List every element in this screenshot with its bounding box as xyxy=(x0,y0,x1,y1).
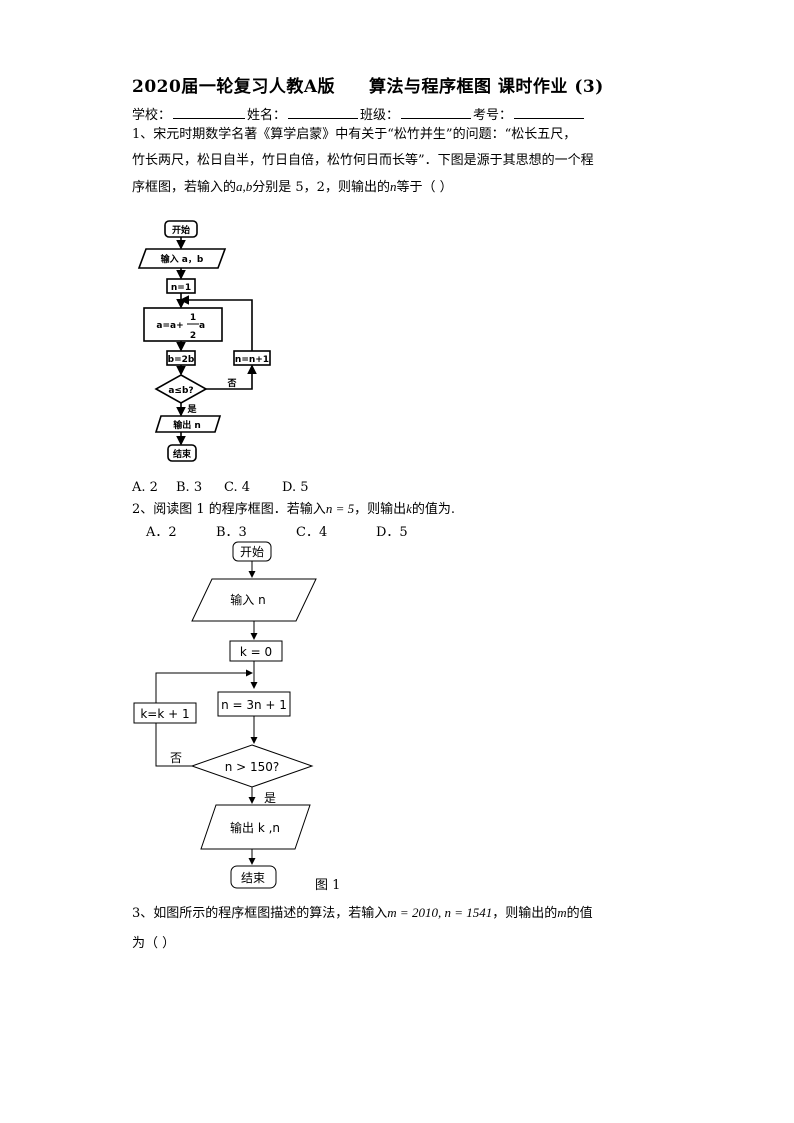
q3-line2: 为（ ） xyxy=(132,936,176,951)
q1-choice-c[interactable]: C. 4 xyxy=(224,480,251,495)
q1-choice-b[interactable]: B. 3 xyxy=(176,480,203,495)
name-label: 姓名： xyxy=(247,108,287,123)
q1-flow-yes: 是 xyxy=(186,404,197,415)
q2-flow-cond: n > 150? xyxy=(225,760,280,774)
q1-flow-step-b: b=2b xyxy=(168,355,195,365)
q1-choice-d[interactable]: D. 5 xyxy=(282,480,309,495)
q2-flow-inc: k=k + 1 xyxy=(140,707,189,721)
school-blank[interactable] xyxy=(173,106,246,119)
q1-flow-start: 开始 xyxy=(172,224,190,236)
q1-choice-a[interactable]: A. 2 xyxy=(132,480,158,495)
q2-flowchart: 开始 输入 n k = 0 n = 3n + 1 k=k + 1 否 n > 1… xyxy=(133,541,317,889)
exam-no-blank[interactable] xyxy=(514,106,585,119)
q2-flow-end: 结束 xyxy=(241,871,265,885)
q2-flow-yes: 是 xyxy=(264,791,276,805)
q2-flow-output: 输出 k ,n xyxy=(230,820,280,835)
q3-line1: 3、如图所示的程序框图描述的算法，若输入m = 2010, n = 1541，则… xyxy=(132,905,593,921)
q1-flow-inc: n=n+1 xyxy=(235,355,269,365)
q1-flowchart: 开始 输入 a，b n=1 a=a+ 1 2 a b=2b n=n+1 a≤b?… xyxy=(137,220,271,462)
q1-choices: A. 2 B. 3 C. 4 D. 5 xyxy=(132,480,309,495)
name-blank[interactable] xyxy=(288,106,359,119)
q2-choice-d[interactable]: D．5 xyxy=(376,525,408,540)
q2-flow-start: 开始 xyxy=(240,545,264,559)
q1-line1: 1、宋元时期数学名著《算学启蒙》中有关于“松竹并生”的问题：“松长五尺， xyxy=(132,127,577,142)
class-blank[interactable] xyxy=(401,106,472,119)
q1-flow-end: 结束 xyxy=(173,448,192,460)
q1-flow-frac-den: 2 xyxy=(190,331,196,341)
q1-flow-step-a-tail: a xyxy=(199,321,205,331)
title-part2: 算法与程序框图 课时作业 (3) xyxy=(369,77,604,97)
q1-flow-frac-num: 1 xyxy=(190,313,196,323)
title-part1: 2020届一轮复习人教A版 xyxy=(132,77,336,97)
class-label: 班级： xyxy=(360,108,400,123)
q2-line: 2、阅读图 1 的程序框图．若输入n = 5，则输出k的值为. xyxy=(132,501,456,517)
q2-flow-input: 输入 n xyxy=(230,592,265,607)
question-3: 3、如图所示的程序框图描述的算法，若输入m = 2010, n = 1541，则… xyxy=(132,900,672,957)
q1-line3: 序框图，若输入的a,b分别是 5，2，则输出的n等于（ ） xyxy=(132,179,453,195)
q2-choice-b[interactable]: B．3 xyxy=(216,525,247,540)
exam-no-label: 考号： xyxy=(473,108,513,123)
q2-flow-step: n = 3n + 1 xyxy=(221,698,287,712)
question-1: 1、宋元时期数学名著《算学启蒙》中有关于“松竹并生”的问题：“松长五尺， 竹长两… xyxy=(132,122,672,201)
q2-flow-no: 否 xyxy=(170,751,182,765)
q1-line2: 竹长两尺，松日自半，竹日自倍，松竹何日而长等”．下图是源于其思想的一个程 xyxy=(132,153,594,168)
q2-choice-c[interactable]: C．4 xyxy=(296,525,328,540)
q2-flow-init: k = 0 xyxy=(240,645,272,659)
school-label: 学校： xyxy=(132,108,172,123)
q2-figure-label: 图 1 xyxy=(315,878,341,893)
student-info-line: 学校： 姓名： 班级： 考号： xyxy=(132,104,586,123)
q1-flow-no: 否 xyxy=(226,378,236,389)
q1-flow-output: 输出 n xyxy=(173,419,201,431)
q1-flow-step-a: a=a+ xyxy=(156,321,183,331)
q2-choice-a[interactable]: A．2 xyxy=(146,525,177,540)
question-2: 2、阅读图 1 的程序框图．若输入n = 5，则输出k的值为. xyxy=(132,496,672,523)
q1-flow-init: n=1 xyxy=(171,283,191,293)
q2-choices: A．2 B．3 C．4 D．5 xyxy=(146,521,408,540)
page-title: 2020届一轮复习人教A版 算法与程序框图 课时作业 (3) xyxy=(132,72,604,97)
q1-flow-cond: a≤b? xyxy=(168,386,193,396)
q1-flow-input: 输入 a，b xyxy=(161,253,204,265)
